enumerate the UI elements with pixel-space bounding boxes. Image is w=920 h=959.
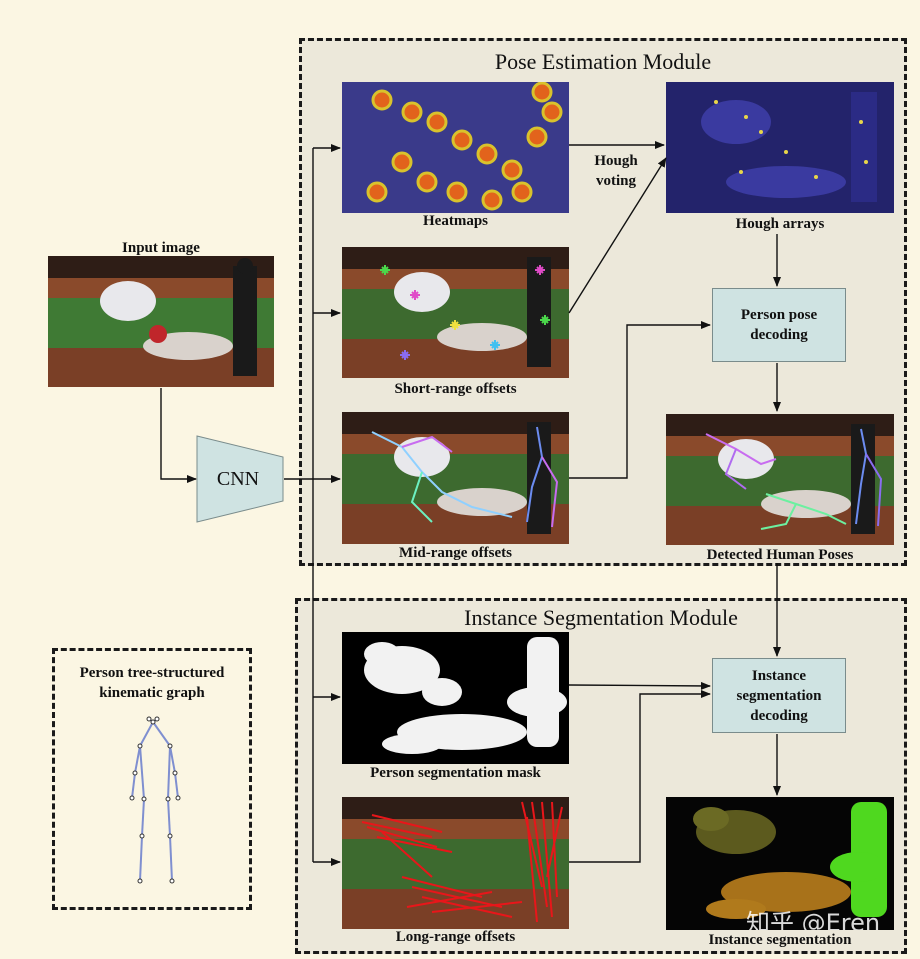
watermark: 知乎 @Eren — [746, 909, 881, 930]
hough-arrays-label: Hough arrays — [735, 216, 825, 232]
person-pose-decoding-box: Person pose decoding — [712, 288, 846, 362]
instance-segmentation-image: 知乎 @Eren — [666, 797, 894, 930]
short-range-offsets-label: Short-range offsets — [394, 381, 517, 397]
detected-poses-label: Detected Human Poses — [706, 547, 854, 563]
kinematic-graph-label: Person tree-structured kinematic graph — [79, 665, 225, 701]
person-segmentation-mask-label: Person segmentation mask — [370, 765, 541, 781]
long-range-offsets-label: Long-range offsets — [395, 929, 516, 945]
instance-segmentation-decoding-box: Instance segmentation decoding — [712, 658, 846, 733]
kinematic-skeleton — [129, 716, 181, 884]
input-image-label: Input image — [122, 240, 200, 256]
detected-poses-image — [666, 414, 894, 545]
long-range-offsets-image — [342, 797, 569, 929]
short-range-offsets-image — [342, 247, 569, 378]
kinematic-graph-box: Person tree-structured kinematic graph — [52, 648, 252, 910]
input-image — [48, 256, 274, 387]
hough-arrays-image — [666, 82, 894, 213]
seg-module-title: Instance Segmentation Module — [464, 605, 738, 630]
mid-range-offsets-label: Mid-range offsets — [399, 545, 512, 561]
pose-module-title: Pose Estimation Module — [494, 49, 712, 74]
person-segmentation-mask-image — [342, 632, 569, 764]
heatmaps-image — [342, 82, 569, 213]
hough-voting-label: Hough voting — [594, 153, 638, 189]
instance-segmentation-label: Instance segmentation — [708, 932, 852, 948]
mid-range-offsets-image — [342, 412, 569, 544]
cnn-block — [196, 435, 284, 523]
cnn-label: CNN — [216, 468, 260, 490]
heatmaps-label: Heatmaps — [423, 213, 488, 229]
